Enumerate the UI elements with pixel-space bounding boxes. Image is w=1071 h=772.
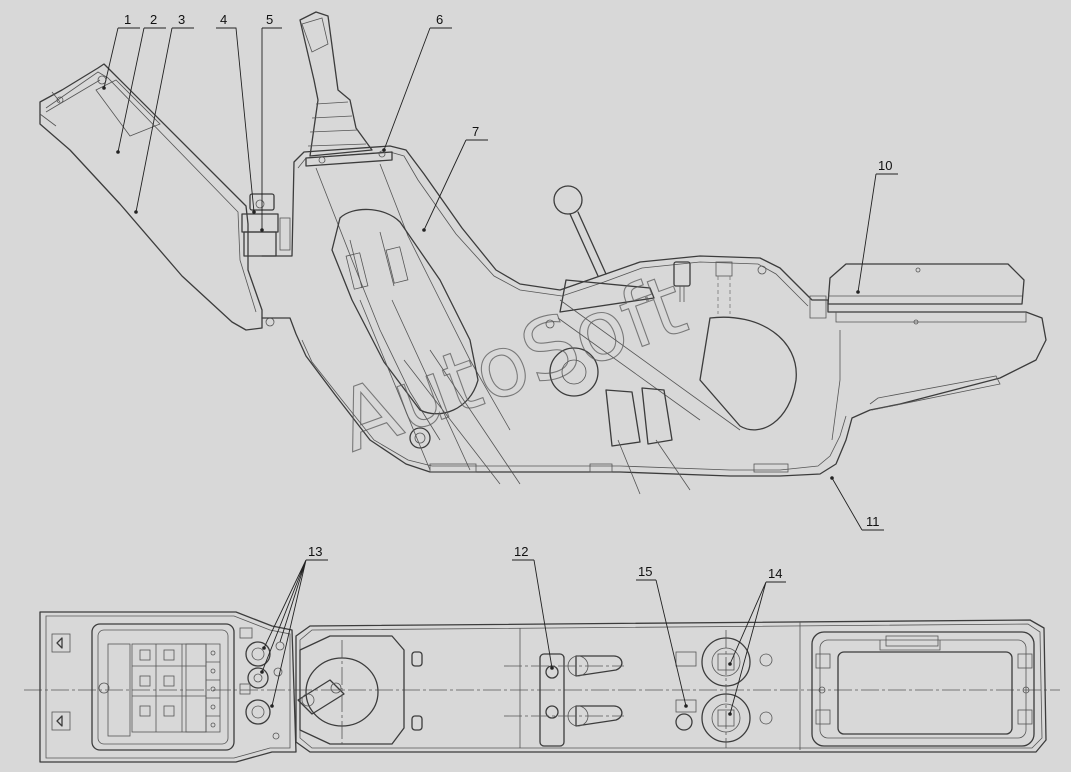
gear-lever bbox=[545, 185, 797, 495]
control-box bbox=[809, 263, 1027, 325]
callout-2: 2 bbox=[150, 12, 157, 27]
watermark: AutoSoft bbox=[325, 255, 698, 470]
top-view bbox=[24, 611, 1060, 763]
callout-4: 4 bbox=[220, 12, 227, 27]
side-view bbox=[39, 11, 1047, 495]
callout-15: 15 bbox=[638, 564, 652, 579]
callout-13: 13 bbox=[308, 544, 322, 559]
switch-group bbox=[239, 627, 285, 740]
sensor bbox=[673, 261, 767, 314]
callout-14: 14 bbox=[768, 566, 782, 581]
callout-1: 1 bbox=[124, 12, 131, 27]
joystick-plan bbox=[297, 635, 423, 745]
callout-3: 3 bbox=[178, 12, 185, 27]
key-switch bbox=[241, 193, 291, 327]
control-box-plan bbox=[811, 631, 1035, 747]
instruction-plate bbox=[91, 623, 235, 751]
armrest bbox=[39, 63, 263, 331]
console-body-plan bbox=[295, 619, 1047, 753]
callout-7: 7 bbox=[472, 124, 479, 139]
toggle-switches bbox=[675, 630, 773, 748]
gear-selector bbox=[504, 653, 624, 747]
joystick bbox=[299, 11, 521, 485]
callout-leaders bbox=[102, 27, 898, 716]
callout-10: 10 bbox=[878, 158, 892, 173]
callout-12: 12 bbox=[514, 544, 528, 559]
callout-11: 11 bbox=[866, 514, 880, 529]
callout-5: 5 bbox=[266, 12, 273, 27]
armrest-plan bbox=[39, 611, 297, 763]
callout-labels: 1 2 3 4 5 6 7 10 11 12 13 14 15 bbox=[124, 12, 892, 581]
callout-6: 6 bbox=[436, 12, 443, 27]
